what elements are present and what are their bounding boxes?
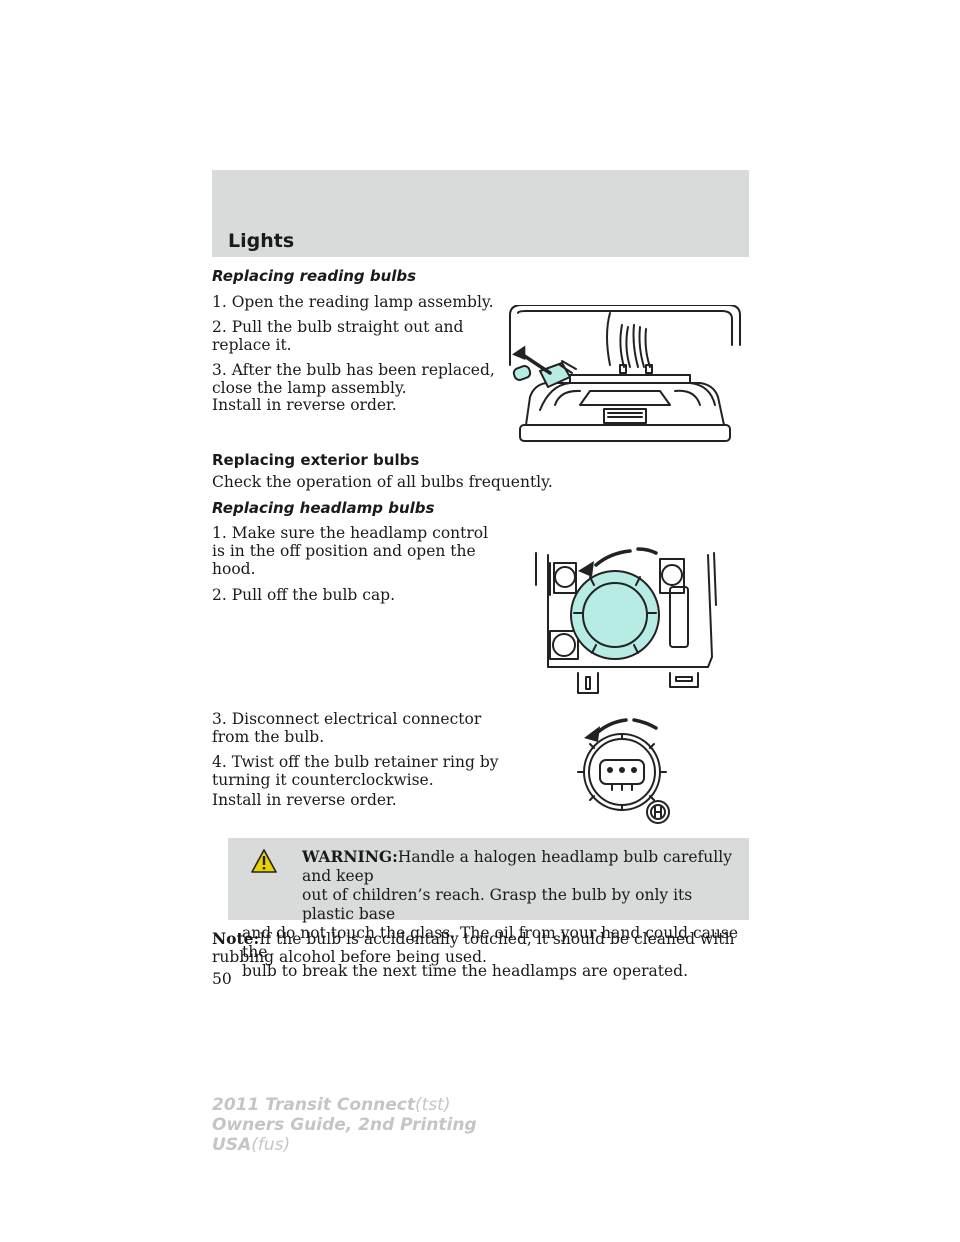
- headlamp-step-1-line2: is in the off position and open the: [212, 542, 476, 560]
- headlamp-step-1-line1: 1. Make sure the headlamp control: [212, 524, 489, 542]
- headlamp-assembly-illustration: [535, 547, 717, 694]
- warning-line-4: bulb to break the next time the headlamp…: [242, 962, 689, 980]
- bulb-retainer-illustration: [577, 718, 670, 824]
- headlamp-step-2: 2. Pull off the bulb cap.: [212, 586, 396, 604]
- footer-edition: Owners Guide, 2nd Printing: [212, 1115, 477, 1135]
- warning-line-3: and do not touch the glass. The oil from…: [242, 924, 739, 961]
- reading-lamp-illustration: [509, 305, 741, 442]
- headlamp-step-4-line2: turning it counterclockwise.: [212, 771, 434, 789]
- headlamp-step-1-line3: hood.: [212, 560, 256, 578]
- section-title: Lights: [228, 230, 295, 252]
- warning-text: WARNING:Handle a halogen headlamp bulb c…: [242, 847, 742, 981]
- reading-step-2-line1: 2. Pull the bulb straight out and: [212, 318, 464, 336]
- reading-step-1: 1. Open the reading lamp assembly.: [212, 293, 494, 311]
- headlamp-step-3-line1: 3. Disconnect electrical connector: [212, 710, 482, 728]
- note-line-1: Note:If the bulb is accidentally touched…: [212, 929, 735, 949]
- warning-line-2: out of children’s reach. Grasp the bulb …: [302, 886, 693, 923]
- warning-triangle-icon: [251, 849, 277, 873]
- reading-step-3-line1: 3. After the bulb has been replaced,: [212, 361, 495, 379]
- headlamp-install: Install in reverse order.: [212, 791, 397, 809]
- note-line-2: rubbing alcohol before being used.: [212, 948, 487, 966]
- footer-model-code: (tst): [415, 1095, 451, 1115]
- footer-model: 2011 Transit Connect: [212, 1095, 416, 1115]
- headlamp-heading: Replacing headlamp bulbs: [212, 499, 435, 517]
- page-number: 50: [212, 970, 232, 988]
- headlamp-step-4-line1: 4. Twist off the bulb retainer ring by: [212, 753, 499, 771]
- warning-line-1: Handle a halogen headlamp bulb carefully…: [302, 848, 732, 885]
- reading-step-3-line2: close the lamp assembly.: [212, 379, 407, 397]
- warning-box: WARNING:Handle a halogen headlamp bulb c…: [228, 838, 749, 980]
- reading-install: Install in reverse order.: [212, 396, 397, 414]
- exterior-intro: Check the operation of all bulbs frequen…: [212, 473, 553, 491]
- headlamp-step-3-line2: from the bulb.: [212, 728, 325, 746]
- footer-imprint: 2011 Transit Connect(tst) Owners Guide, …: [212, 1095, 477, 1155]
- footer-market-code: (fus): [251, 1135, 291, 1155]
- note-text-1: If the bulb is accidentally touched, it …: [259, 930, 735, 948]
- exterior-heading: Replacing exterior bulbs: [212, 451, 420, 469]
- reading-heading: Replacing reading bulbs: [212, 267, 417, 285]
- warning-label: WARNING:: [302, 847, 398, 866]
- note-label: Note:: [212, 929, 260, 948]
- reading-step-2-line2: replace it.: [212, 336, 292, 354]
- section-header: Lights: [212, 170, 749, 257]
- footer-market: USA: [212, 1135, 252, 1155]
